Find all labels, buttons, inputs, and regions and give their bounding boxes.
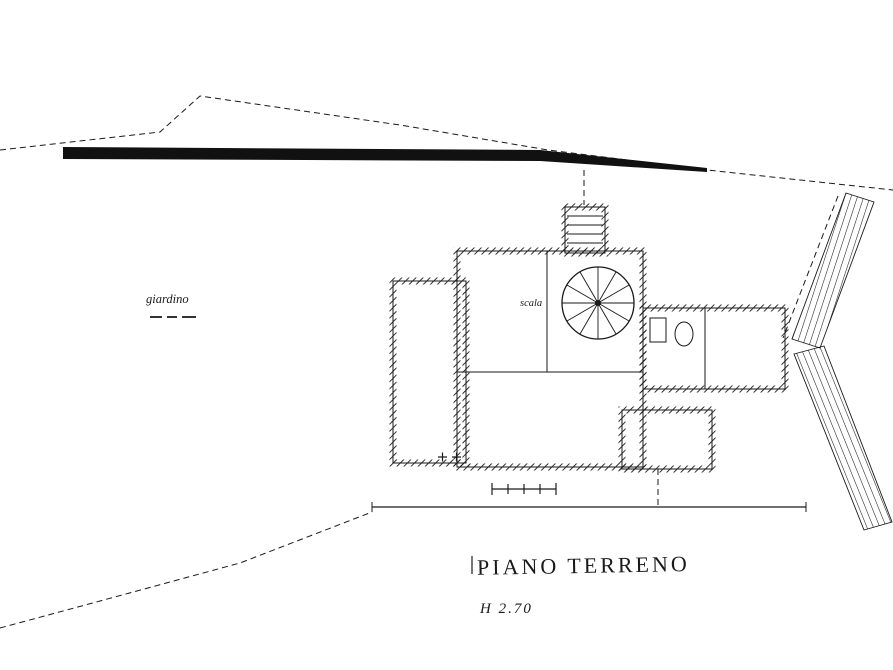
wall-top-protrusion [561,203,609,257]
wall-bottom-annex [618,406,716,473]
stair-flight-lower [793,345,893,531]
boundary-stair-parallel [782,195,839,339]
bathroom-fixtures [649,317,694,347]
boundary-bottom-left [0,511,373,629]
plus-mark-2 [452,452,461,462]
plus-mark-1 [438,452,447,462]
spiral-staircase [561,266,635,340]
external-staircase [791,192,893,531]
interior-partitions [457,215,706,389]
boundary-top [0,95,893,191]
road-edge-thick-band [63,147,707,172]
stair-flight-upper [791,192,875,349]
garden-label: giardino [146,292,189,306]
wall-right-wing [639,304,789,393]
building-walls [389,203,789,473]
height-label: H 2.70 [479,601,533,617]
stairs-label: scala [520,298,542,309]
property-boundary [0,95,893,629]
lower-site-line [371,502,807,512]
dimension-ticks [438,452,557,574]
plan-title: PIANO TERRENO [477,551,690,580]
